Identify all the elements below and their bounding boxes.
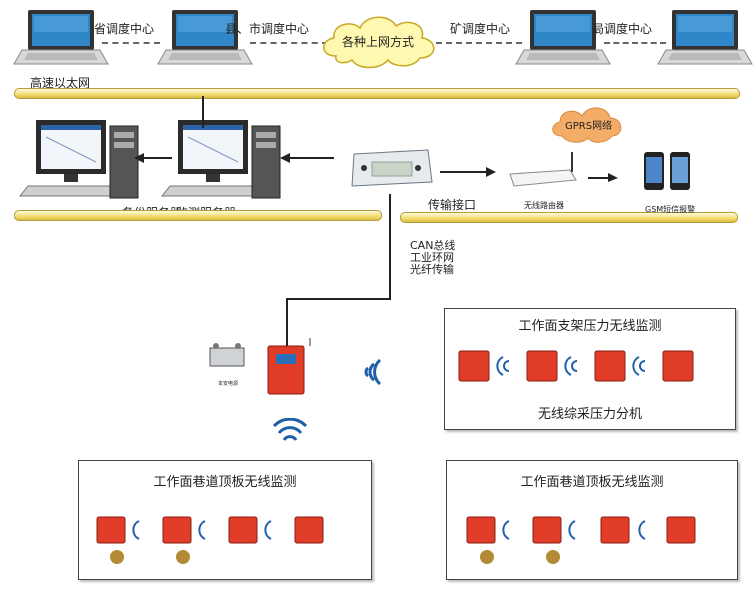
- alarm-bus: [400, 212, 738, 223]
- label-provincial: 省调度中心: [94, 22, 155, 36]
- dash-link-1: [102, 42, 160, 44]
- label-router: 无线路由器: [524, 201, 564, 210]
- internet-cloud-icon: [323, 16, 435, 69]
- router-arrows: [440, 167, 618, 182]
- label-power-supply: 本安电源: [218, 381, 239, 387]
- roadway-right-devices: [466, 516, 696, 564]
- gprs-cloud-label: GPRS网络: [565, 121, 613, 132]
- ethernet-bus: [14, 88, 740, 99]
- support-devices: [458, 350, 694, 382]
- panel-support-subtitle: 无线综采压力分机: [537, 407, 642, 422]
- dash-link-3: [436, 42, 522, 44]
- label-can-bus: CAN总线: [410, 239, 456, 252]
- monitor-uplink: [202, 96, 204, 128]
- laptop-provincial: [13, 9, 109, 65]
- laptop-mine: [515, 9, 611, 65]
- link-vertical: [389, 194, 391, 300]
- label-county-city: 县、市调度中心: [225, 22, 310, 36]
- link-horizontal: [286, 298, 390, 300]
- transfer-interface-icon: [351, 149, 433, 187]
- dash-link-4: [604, 42, 666, 44]
- label-fiber: 光纤传输: [410, 263, 454, 276]
- label-mine: 矿调度中心: [450, 22, 511, 36]
- panel-support-title: 工作面支架压力无线监测: [518, 319, 662, 334]
- panel-roadway-left-title: 工作面巷道顶板无线监测: [153, 475, 297, 490]
- server-arrows: [134, 153, 334, 163]
- laptop-bureau: [657, 9, 753, 65]
- internet-cloud-label: 各种上网方式: [342, 35, 415, 49]
- panel-roadway-left: 工作面巷道顶板无线监测: [78, 460, 372, 580]
- server-bus: [14, 210, 382, 221]
- label-transfer-interface: 传输接口: [428, 198, 477, 212]
- label-bureau: 局调度中心: [592, 22, 653, 36]
- panel-roadway-right-title: 工作面巷道顶板无线监测: [520, 475, 664, 490]
- gprs-cloud-icon: [552, 107, 622, 143]
- roadway-left-devices: [96, 516, 324, 564]
- router-icon: [509, 152, 577, 187]
- label-ring-network: 工业环网: [410, 251, 454, 264]
- backup-server-icon: [19, 119, 139, 199]
- laptop-county: [157, 9, 253, 65]
- panel-roadway-right: 工作面巷道顶板无线监测: [446, 460, 738, 580]
- wifi-icon-2: [272, 418, 308, 441]
- panel-support-pressure: 工作面支架压力无线监测 无线综采压力分机: [444, 308, 736, 430]
- label-ethernet: 高速以太网: [30, 76, 91, 90]
- central-station-group: [209, 338, 311, 395]
- wifi-icon-1: [364, 358, 382, 386]
- label-gsm: GSM短信报警: [645, 205, 696, 214]
- link-down: [286, 298, 288, 346]
- dash-link-2: [250, 42, 328, 44]
- phones-icon: [644, 152, 690, 190]
